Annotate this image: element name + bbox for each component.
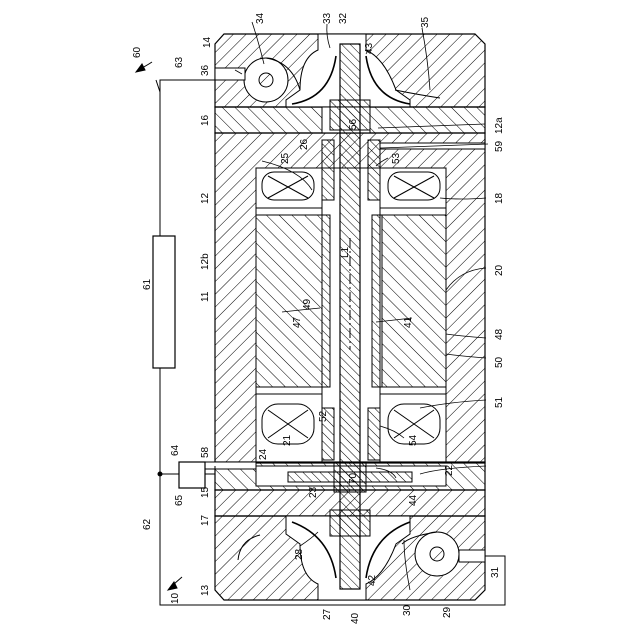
label-56: 56 xyxy=(348,118,359,130)
label-18: 18 xyxy=(494,192,505,204)
label-63: 63 xyxy=(174,56,185,68)
label-28: 28 xyxy=(294,548,305,560)
label-51: 51 xyxy=(494,396,505,408)
label-47: 47 xyxy=(292,316,303,328)
label-21: 21 xyxy=(282,434,293,446)
label-33: 33 xyxy=(322,12,333,24)
label-34: 34 xyxy=(255,12,266,24)
label-22: 22 xyxy=(444,464,455,476)
label-30: 30 xyxy=(402,604,413,616)
label-32: 32 xyxy=(338,12,349,24)
label-65: 65 xyxy=(174,494,185,506)
label-61: 61 xyxy=(142,278,153,290)
label-14: 14 xyxy=(202,36,213,48)
label-10: 10 xyxy=(170,592,181,604)
label-13: 13 xyxy=(200,584,211,596)
label-42: 42 xyxy=(367,574,378,586)
label-50: 50 xyxy=(494,356,505,368)
label-25: 25 xyxy=(280,152,291,164)
label-24: 24 xyxy=(258,448,269,460)
label-43: 43 xyxy=(364,42,375,54)
label-58: 58 xyxy=(200,446,211,458)
label-53: 53 xyxy=(391,152,402,164)
label-11: 11 xyxy=(200,291,211,302)
label-62: 62 xyxy=(142,518,153,530)
label-31: 31 xyxy=(490,566,501,578)
label-60: 60 xyxy=(132,46,143,58)
label-17: 17 xyxy=(200,514,211,526)
label-27: 27 xyxy=(322,608,333,620)
label-70: 70 xyxy=(348,472,359,484)
label-48: 48 xyxy=(494,328,505,340)
label-35: 35 xyxy=(420,16,431,28)
component-64 xyxy=(179,462,205,488)
label-36: 36 xyxy=(200,64,211,76)
label-12b: 12b xyxy=(200,253,211,270)
label-23: 23 xyxy=(308,486,319,498)
label-12a: 12a xyxy=(494,117,505,134)
label-52: 52 xyxy=(318,410,329,422)
label-16: 16 xyxy=(200,114,211,126)
label-29: 29 xyxy=(442,606,453,618)
label-59: 59 xyxy=(494,140,505,152)
label-26: 26 xyxy=(299,138,310,150)
label-40: 40 xyxy=(350,612,361,624)
component-61 xyxy=(153,236,175,368)
label-15: 15 xyxy=(200,486,211,498)
label-20: 20 xyxy=(494,264,505,276)
label-41: 41 xyxy=(403,316,414,328)
label-44: 44 xyxy=(408,494,419,506)
label-L1: L1 xyxy=(340,246,351,258)
label-64: 64 xyxy=(170,444,181,456)
label-49: 49 xyxy=(302,298,313,310)
label-12: 12 xyxy=(200,192,211,204)
label-54: 54 xyxy=(408,434,419,446)
